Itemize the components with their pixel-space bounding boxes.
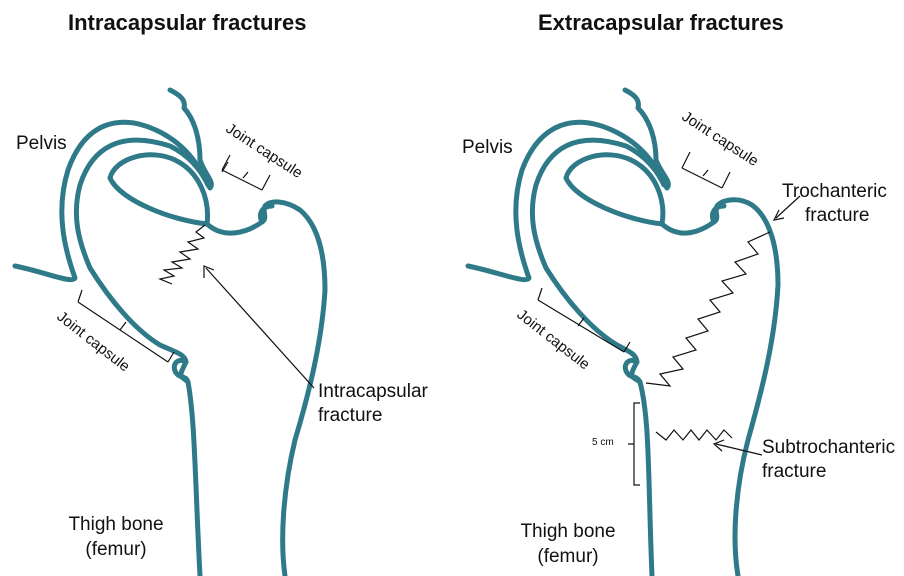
right-femur-label-line1: Thigh bone xyxy=(504,520,632,543)
subtrochanteric-label-line2: fracture xyxy=(762,460,826,483)
left-pelvis-label: Pelvis xyxy=(16,132,67,155)
trochanteric-label-line1: Trochanteric xyxy=(782,180,887,203)
left-femur-label-line1: Thigh bone xyxy=(52,513,180,536)
right-femur-neck-top xyxy=(662,200,778,576)
right-capsule-brace-top xyxy=(682,152,730,188)
left-intracapsular-fracture-line xyxy=(160,225,205,284)
measure-label: 5 cm xyxy=(592,437,614,448)
right-panel-title: Extracapsular fractures xyxy=(538,10,784,36)
measure-brace xyxy=(628,403,640,485)
trochanteric-label-line2: fracture xyxy=(805,204,869,227)
right-femur-label-line2: (femur) xyxy=(504,545,632,568)
left-fracture-arrow xyxy=(206,268,314,388)
left-intracapsular-label-line1: Intracapsular xyxy=(318,380,428,403)
right-pelvis-label: Pelvis xyxy=(462,136,513,159)
left-intracapsular-label-line2: fracture xyxy=(318,404,382,427)
subtrochanteric-label-line1: Subtrochanteric xyxy=(762,436,895,459)
left-femur-neck-top xyxy=(207,202,325,576)
right-trochanteric-fracture-line xyxy=(646,232,770,386)
subtrochanteric-arrow xyxy=(716,444,762,455)
right-subtrochanteric-fracture-line xyxy=(656,430,732,440)
left-femur-label-line2: (femur) xyxy=(52,538,180,561)
